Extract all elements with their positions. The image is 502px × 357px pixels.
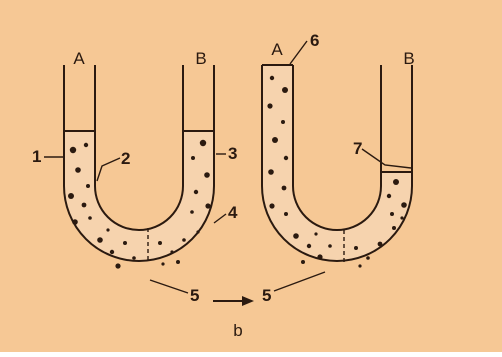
solute-particle xyxy=(84,143,88,147)
solute-particle xyxy=(68,193,74,199)
solute-particle xyxy=(158,241,162,245)
solute-particle xyxy=(284,212,288,216)
solute-particle xyxy=(196,230,199,233)
solute-particle xyxy=(72,219,78,225)
solute-particle xyxy=(86,184,90,188)
solute-particle xyxy=(366,256,370,260)
solute-particle xyxy=(328,244,332,248)
solute-particle xyxy=(200,140,206,146)
solute-particle xyxy=(378,242,383,247)
solute-particle xyxy=(88,216,92,220)
callout-1: 1 xyxy=(32,147,41,166)
solute-particle xyxy=(358,264,361,267)
callout-7: 7 xyxy=(353,139,362,158)
solute-particle xyxy=(97,237,103,243)
label-left-tube-b: B xyxy=(195,49,206,68)
solute-particle xyxy=(281,120,285,124)
solute-particle xyxy=(75,167,81,173)
solute-particle xyxy=(268,169,274,175)
solute-particle xyxy=(194,190,198,194)
solute-particle xyxy=(267,103,272,108)
callout-6: 6 xyxy=(310,31,319,50)
solute-particle xyxy=(317,254,322,259)
solute-particle xyxy=(393,179,399,185)
callout-5-right: 5 xyxy=(262,286,271,305)
solute-particle xyxy=(82,203,87,208)
solute-particle xyxy=(301,260,305,264)
solute-particle xyxy=(191,156,195,160)
solute-particle xyxy=(132,256,136,260)
solute-particle xyxy=(387,194,391,198)
solute-particle xyxy=(176,260,180,264)
solute-particle xyxy=(270,76,274,80)
solute-particle xyxy=(282,87,288,93)
solute-particle xyxy=(110,250,114,254)
solute-particle xyxy=(115,263,120,268)
callout-3: 3 xyxy=(228,144,237,163)
callout-2: 2 xyxy=(121,149,130,168)
solute-particle xyxy=(307,244,311,248)
solute-particle xyxy=(400,216,403,219)
callout-5-left: 5 xyxy=(190,286,199,305)
figure-caption: b xyxy=(233,321,242,340)
solute-particle xyxy=(161,262,164,265)
solute-particle xyxy=(354,246,358,250)
solute-particle xyxy=(392,226,396,230)
solute-particle xyxy=(314,232,317,235)
solute-particle xyxy=(293,233,299,239)
solute-particle xyxy=(269,203,274,208)
solute-particle xyxy=(182,238,186,242)
label-right-tube-b: B xyxy=(403,49,414,68)
solute-particle xyxy=(401,202,407,208)
solute-particle xyxy=(204,172,210,178)
solute-particle xyxy=(190,210,194,214)
solute-particle xyxy=(390,212,394,216)
solute-particle xyxy=(272,137,278,143)
solute-particle xyxy=(70,147,76,153)
solute-particle xyxy=(282,186,287,191)
solute-particle xyxy=(170,250,173,253)
solute-particle xyxy=(205,203,210,208)
solute-particle xyxy=(106,228,109,231)
solute-particle xyxy=(284,156,288,160)
label-left-tube-a: A xyxy=(73,49,85,68)
solute-particle xyxy=(123,241,127,245)
label-right-tube-a: A xyxy=(271,40,283,59)
callout-4: 4 xyxy=(228,203,238,222)
